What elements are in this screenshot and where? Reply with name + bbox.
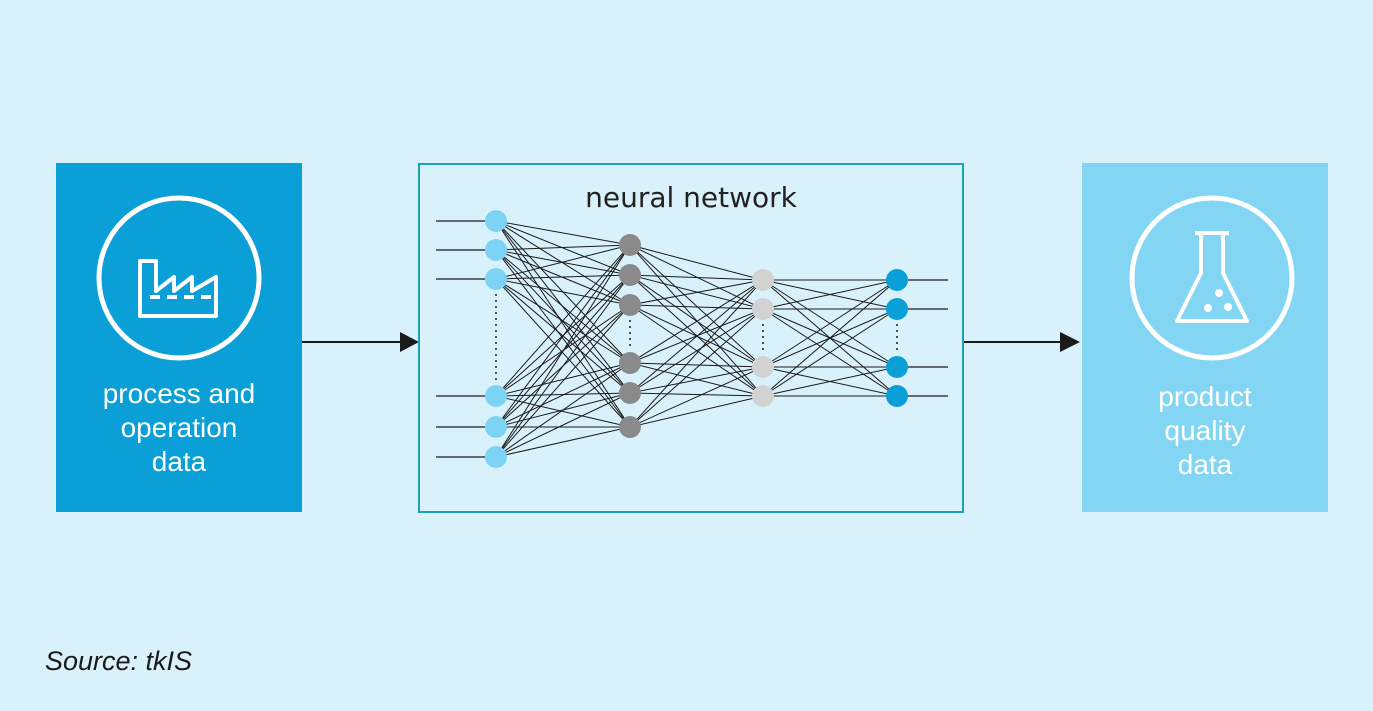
connection-line — [495, 304, 631, 458]
flask-icon — [1129, 195, 1295, 361]
layer-2-node — [619, 416, 641, 438]
connection-line — [629, 244, 764, 281]
connection-line — [629, 279, 764, 364]
connection-line — [629, 366, 764, 394]
connection-line — [495, 244, 631, 251]
layer-1-node — [485, 268, 507, 290]
connection-line — [762, 308, 898, 397]
connection-line — [495, 220, 631, 246]
connection-line — [495, 278, 631, 428]
connection-line — [629, 244, 764, 368]
layer-4-node — [886, 298, 908, 320]
connection-line — [762, 366, 898, 397]
connection-line — [629, 366, 764, 428]
connection-line — [495, 392, 631, 458]
connection-line — [629, 304, 764, 310]
layer-2-node — [619, 264, 641, 286]
layer-1-node — [485, 446, 507, 468]
input-box: process and operation data — [56, 163, 302, 512]
connection-line — [629, 279, 764, 306]
connection-line — [629, 279, 764, 394]
connection-line — [629, 392, 764, 397]
arrow-input-to-network — [302, 332, 419, 352]
connection-line — [762, 279, 898, 310]
arrow-network-to-output — [964, 332, 1080, 352]
layer-3-node — [752, 269, 774, 291]
layer-2-node — [619, 352, 641, 374]
connection-line — [495, 362, 631, 397]
connection-line — [495, 274, 631, 458]
connection-line — [629, 395, 764, 428]
layer-2-node — [619, 382, 641, 404]
layer-3-node — [752, 356, 774, 378]
connection-line — [762, 279, 898, 397]
neural-network-box: neural network — [418, 163, 964, 513]
layer-1-node — [485, 385, 507, 407]
connection-line — [629, 274, 764, 281]
connection-line — [495, 362, 631, 428]
connection-line — [495, 244, 631, 397]
network-title: neural network — [585, 181, 797, 214]
factory-icon — [96, 195, 262, 361]
layer-3-node — [752, 298, 774, 320]
connection-line — [495, 249, 631, 428]
layer-2-node — [619, 294, 641, 316]
connection-line — [495, 362, 631, 458]
connection-line — [495, 249, 631, 364]
layer-1-node — [485, 210, 507, 232]
neural-network-graph — [436, 210, 948, 468]
input-label: process and operation data — [102, 378, 256, 477]
source-note: Source: tkIS — [45, 646, 193, 676]
layer-1-node — [485, 416, 507, 438]
output-box: product quality data — [1082, 163, 1328, 512]
layer-3-node — [752, 385, 774, 407]
layer-2-node — [619, 234, 641, 256]
connection-line — [629, 362, 764, 368]
connection-line — [762, 279, 898, 368]
connection-line — [629, 308, 764, 428]
connection-line — [629, 279, 764, 428]
connection-line — [495, 244, 631, 458]
connection-line — [495, 244, 631, 280]
layer-4-node — [886, 269, 908, 291]
connection-line — [629, 308, 764, 394]
layer-1-node — [485, 239, 507, 261]
output-label: product quality data — [1158, 381, 1252, 480]
connection-line — [495, 426, 631, 458]
layer-4-node — [886, 385, 908, 407]
connection-line — [495, 220, 631, 428]
connection-line — [495, 244, 631, 428]
layer-4-node — [886, 356, 908, 378]
